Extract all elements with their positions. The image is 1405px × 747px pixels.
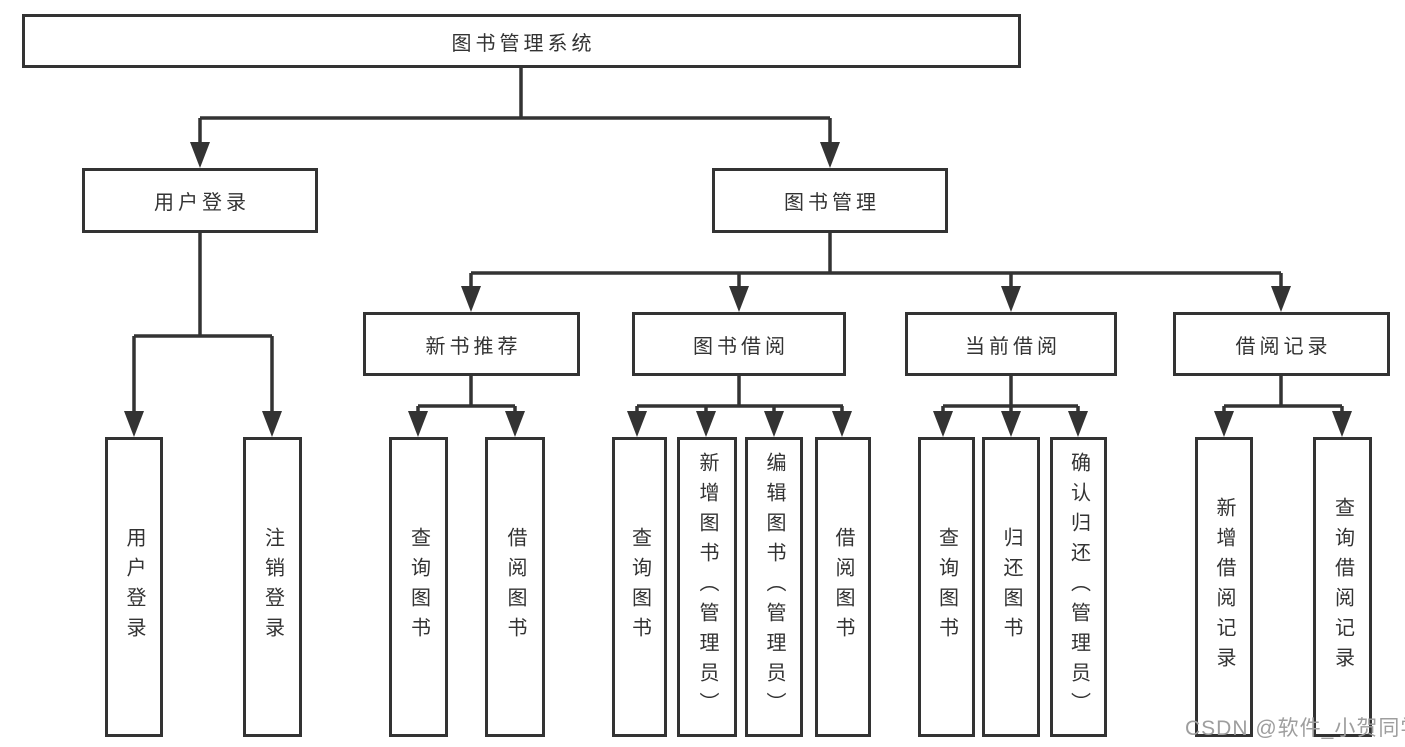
leaf-add-borrow-record: 新增借阅记录: [1195, 437, 1253, 737]
leaf-add-books-admin: 新增图书（管理员）: [677, 437, 737, 737]
leaf-recommend-query-books-label: 查询图书: [407, 527, 430, 647]
node-user-login: 用户登录: [82, 168, 318, 233]
leaf-borrowing-borrow-books-label: 借阅图书: [832, 527, 854, 647]
node-borrowing-records: 借阅记录: [1173, 312, 1390, 376]
leaf-add-books-admin-label: 新增图书（管理员）: [696, 452, 718, 722]
leaf-borrowing-query-books-label: 查询图书: [628, 527, 651, 647]
leaf-recommend-query-books: 查询图书: [389, 437, 448, 737]
leaf-borrowing-query-books: 查询图书: [612, 437, 667, 737]
node-current-borrowing: 当前借阅: [905, 312, 1117, 376]
leaf-user-login: 用户登录: [105, 437, 163, 737]
node-book-borrowing: 图书借阅: [632, 312, 846, 376]
leaf-confirm-return-admin-label: 确认归还（管理员）: [1067, 452, 1090, 722]
leaf-edit-books-admin-label: 编辑图书（管理员）: [763, 452, 785, 722]
node-new-book-recommend: 新书推荐: [363, 312, 580, 376]
leaf-recommend-borrow-books-label: 借阅图书: [504, 527, 526, 647]
leaf-confirm-return-admin: 确认归还（管理员）: [1050, 437, 1107, 737]
node-library-management-system: 图书管理系统: [22, 14, 1021, 68]
leaf-borrowing-borrow-books: 借阅图书: [815, 437, 871, 737]
leaf-current-query-books-label: 查询图书: [935, 527, 958, 647]
leaf-recommend-borrow-books: 借阅图书: [485, 437, 545, 737]
leaf-edit-books-admin: 编辑图书（管理员）: [745, 437, 803, 737]
leaf-logout-login: 注销登录: [243, 437, 302, 737]
arrowhead-icons: [124, 142, 1352, 437]
leaf-return-books: 归还图书: [982, 437, 1040, 737]
leaf-query-borrow-record-label: 查询借阅记录: [1331, 497, 1354, 677]
leaf-query-borrow-record: 查询借阅记录: [1313, 437, 1372, 737]
leaf-current-query-books: 查询图书: [918, 437, 975, 737]
csdn-watermark: CSDN @软件_小贺同学: [1185, 717, 1405, 740]
leaf-return-books-label: 归还图书: [1000, 527, 1022, 647]
node-book-management: 图书管理: [712, 168, 948, 233]
leaf-user-login-label: 用户登录: [123, 527, 145, 647]
leaf-logout-login-label: 注销登录: [261, 527, 284, 647]
leaf-add-borrow-record-label: 新增借阅记录: [1213, 497, 1235, 677]
